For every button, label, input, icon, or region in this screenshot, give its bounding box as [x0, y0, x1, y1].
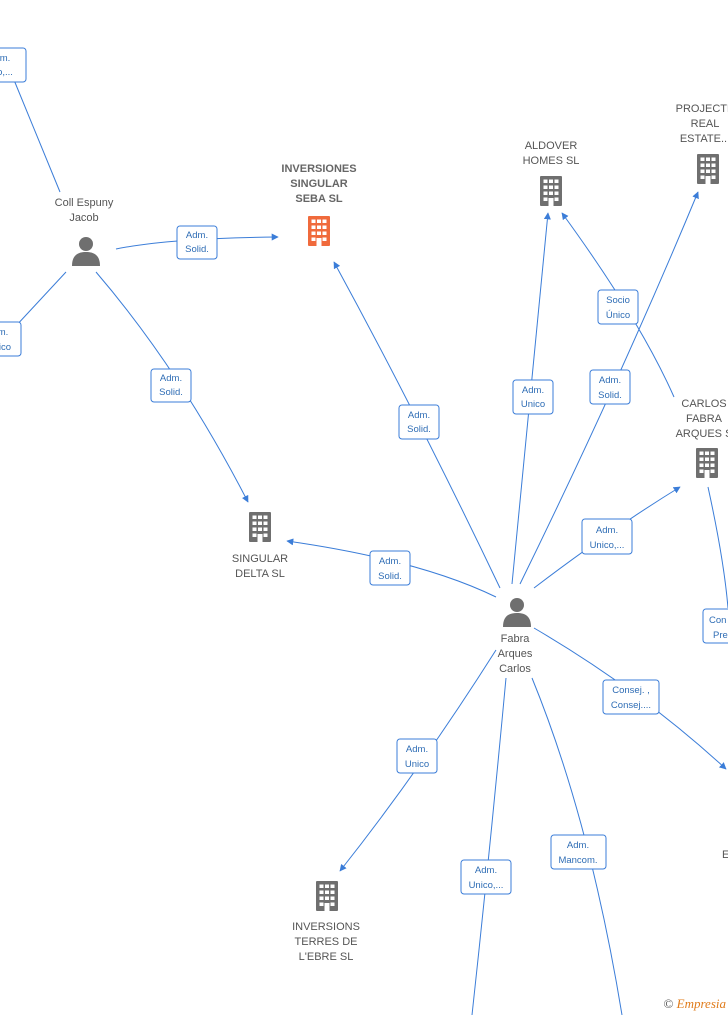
- edge-labels: m. o,... Adm. Solid. m. ico Adm. Solid. …: [0, 47, 728, 895]
- edge-label-line: Unico,...: [590, 540, 625, 551]
- node-label-line: INVERSIONS: [292, 921, 360, 933]
- edge-fabra-bottom2: [531, 677, 623, 1015]
- edge-coll-leftmid: [13, 271, 67, 329]
- node-label-line: Fabra: [501, 633, 531, 645]
- edge-label-line: Mancom.: [558, 855, 597, 866]
- edge-label-line: Adm.: [160, 373, 182, 384]
- company-node-inversions-terres-de-lebre[interactable]: INVERSIONS TERRES DE L'EBRE SL: [292, 881, 360, 963]
- edge-label-line: Adm.: [379, 556, 401, 567]
- node-label-line: HOMES SL: [523, 155, 580, 167]
- footer-brand[interactable]: © Empresia: [664, 996, 727, 1012]
- node-label-line: CARLOS: [681, 398, 726, 410]
- edge-label-fabra-project[interactable]: Adm. Solid.: [589, 369, 631, 405]
- company-node-inversiones-singular-seba[interactable]: INVERSIONES SINGULAR SEBA SL: [281, 163, 357, 246]
- edge-label-adm-unico-bottom[interactable]: Adm. Unico,...: [460, 859, 512, 895]
- edge-label-line: Adm.: [408, 410, 430, 421]
- edge-label-consej[interactable]: Consej. , Consej....: [602, 679, 660, 715]
- person-icon: [503, 598, 531, 627]
- edge-label-coll-delta[interactable]: Adm. Solid.: [150, 368, 192, 403]
- building-icon: [697, 154, 719, 184]
- edge-carlosco-right: [707, 486, 728, 609]
- company-node-carlos-fabra-arques[interactable]: CARLOS FABRA ARQUES S: [676, 398, 728, 478]
- node-label-line: ESTATE...: [680, 133, 728, 145]
- node-label-line: Arques: [498, 648, 533, 660]
- copyright-symbol: ©: [663, 996, 674, 1011]
- node-label-line: Coll Espuny: [55, 197, 114, 209]
- edge-label-line: Adm.: [475, 865, 497, 876]
- building-icon: [540, 176, 562, 206]
- edge-label-coll-seba[interactable]: Adm. Solid.: [176, 225, 218, 260]
- person-icon: [72, 237, 100, 266]
- edge-label-fabra-carlosco[interactable]: Adm. Unico,...: [581, 518, 633, 555]
- building-icon: [308, 216, 330, 246]
- edge-label-line: Solid.: [598, 390, 622, 401]
- building-icon: [696, 448, 718, 478]
- edge-label-socio-unico[interactable]: Socio Único: [597, 289, 639, 325]
- edge-label-line: Solid.: [159, 387, 183, 398]
- node-label-line: FABRA: [686, 413, 723, 425]
- edge-label-line: Adm.: [406, 744, 428, 755]
- node-label-line: DELTA SL: [235, 568, 285, 580]
- company-node-aldover-homes[interactable]: ALDOVER HOMES SL: [523, 140, 580, 206]
- edge-label-fabra-aldover[interactable]: Adm. Unico: [512, 379, 554, 415]
- edge-label-line: Adm.: [522, 385, 544, 396]
- company-node-singular-delta[interactable]: SINGULAR DELTA SL: [232, 512, 288, 580]
- node-label-line: SEBA SL: [295, 193, 343, 205]
- edge-fabra-bottom1: [471, 677, 507, 1015]
- building-icon: [316, 881, 338, 911]
- node-label-line: Carlos: [499, 663, 531, 675]
- edge-label-line: Adm.: [567, 840, 589, 851]
- edge-label-line: Consej. ,: [612, 685, 650, 696]
- node-right-partial[interactable]: E: [722, 849, 728, 861]
- edge-label-line: Con: [709, 615, 726, 626]
- edge-label-line: o,...: [0, 67, 13, 78]
- edge-label-line: Solid.: [407, 424, 431, 435]
- edge-label-left-mid[interactable]: m. ico: [0, 321, 22, 357]
- edge-label-line: Unico: [521, 399, 545, 410]
- company-node-projecte-real-estate[interactable]: PROJECTE REAL ESTATE...: [676, 103, 728, 184]
- building-icon: [249, 512, 271, 542]
- person-node-coll-espuny-jacob[interactable]: Coll Espuny Jacob: [55, 197, 114, 266]
- edge-label-line: Solid.: [185, 244, 209, 255]
- brand-name: Empresia: [676, 996, 726, 1011]
- edge-label-line: Adm.: [596, 525, 618, 536]
- edge-label-line: Pre: [713, 630, 728, 641]
- node-label-line: E: [722, 849, 728, 861]
- node-label-line: SINGULAR: [232, 553, 288, 565]
- edge-label-adm-mancom[interactable]: Adm. Mancom.: [550, 834, 607, 870]
- edge-label-line: m.: [0, 53, 10, 64]
- node-label-line: INVERSIONES: [281, 163, 356, 175]
- node-label-line: ALDOVER: [525, 140, 578, 152]
- edge-label-line: Unico: [405, 759, 429, 770]
- edge-label-right-partial[interactable]: Con Pre: [702, 608, 728, 644]
- edge-label-line: m.: [0, 327, 8, 338]
- edge-topleft-coll: [13, 79, 61, 193]
- edge-label-line: Unico,...: [469, 880, 504, 891]
- edge-label-fabra-seba[interactable]: Adm. Solid.: [398, 404, 440, 440]
- edge-label-line: Solid.: [378, 571, 402, 582]
- node-label-line: TERRES DE: [295, 936, 358, 948]
- node-label-line: ARQUES S: [676, 428, 728, 440]
- node-label-line: SINGULAR: [290, 178, 348, 190]
- edge-label-line: Adm.: [186, 230, 208, 241]
- edge-label-line: Único: [606, 310, 630, 321]
- edge-label-line: Socio: [606, 295, 630, 306]
- nodes: Coll Espuny Jacob INVERSIONES SINGULAR S…: [55, 103, 728, 963]
- edge-label-line: ico: [0, 342, 11, 353]
- edge-label-top-left[interactable]: m. o,...: [0, 47, 27, 83]
- edge-label-line: Adm.: [599, 375, 621, 386]
- node-label-line: Jacob: [69, 212, 98, 224]
- node-label-line: PROJECTE: [676, 103, 728, 115]
- node-label-line: L'EBRE SL: [299, 951, 354, 963]
- edge-label-fabra-delta[interactable]: Adm. Solid.: [369, 550, 411, 586]
- edge-label-fabra-inversions[interactable]: Adm. Unico: [396, 738, 438, 774]
- person-node-fabra-arques-carlos[interactable]: Fabra Arques Carlos: [498, 598, 533, 675]
- node-label-line: REAL: [691, 118, 720, 130]
- edge-label-line: Consej....: [611, 700, 651, 711]
